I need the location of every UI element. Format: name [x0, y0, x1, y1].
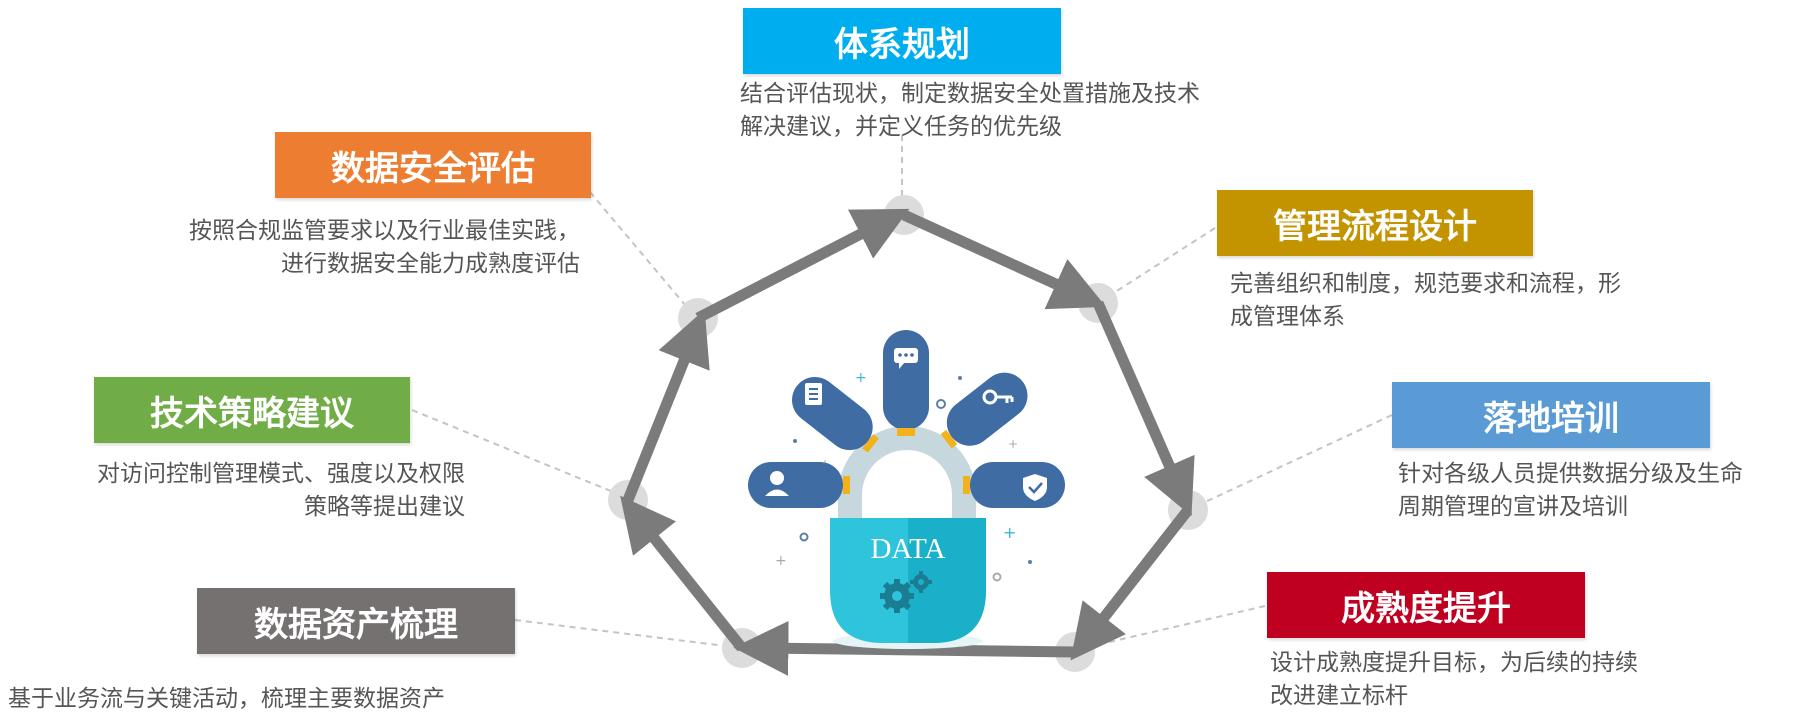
leader-line-7: [589, 191, 697, 319]
stage-desc-maturity-improvement: 设计成熟度提升目标，为后续的持续 改进建立标杆: [1270, 650, 1638, 709]
gears-icon: [880, 571, 932, 613]
document-node: [792, 376, 879, 453]
user-node: [748, 462, 850, 508]
lock-shackle: [838, 426, 976, 530]
lock-label: DATA: [870, 533, 945, 565]
cycle-arrow: [1092, 300, 1195, 517]
cycle-arrow: [622, 309, 710, 503]
cycle-arrow: [1070, 506, 1193, 661]
svg-text:+: +: [775, 553, 787, 569]
leader-line-6: [411, 409, 629, 499]
stage-title-data-asset-inventory: 数据资产梳理: [197, 588, 515, 654]
stage-desc-data-asset-inventory: 基于业务流与关键活动，梳理主要数据资产: [8, 686, 445, 712]
chat-node: [883, 330, 929, 436]
stage-desc-process-design: 完善组织和制度，规范要求和流程，形 成管理体系: [1230, 271, 1621, 330]
chat-icon: [894, 348, 918, 369]
stage-title-training: 落地培训: [1392, 382, 1710, 448]
stage-title-tech-strategy: 技术策略建议: [94, 377, 410, 443]
leader-line-2: [1097, 227, 1216, 304]
leader-line-3: [1187, 414, 1393, 511]
stage-desc-security-assessment: 按照合规监管要求以及行业最佳实践， 进行数据安全能力成熟度评估: [189, 218, 580, 277]
svg-text:+: +: [855, 370, 867, 386]
cycle-arrow: [620, 495, 747, 652]
stage-title-process-design: 管理流程设计: [1217, 190, 1533, 256]
shield-check-icon: [1023, 474, 1047, 501]
key-node: [940, 372, 1028, 449]
cycle-arrow: [733, 620, 1076, 676]
document-icon: [805, 383, 822, 405]
svg-text:+: +: [1003, 523, 1016, 542]
stage-title-maturity-improvement: 成熟度提升: [1267, 572, 1585, 638]
user-icon: [770, 471, 784, 485]
stage-desc-system-planning: 结合评估现状，制定数据安全处置措施及技术 解决建议，并定义任务的优先级: [740, 81, 1200, 140]
stage-desc-training: 针对各级人员提供数据分级及生命 周期管理的宣讲及培训: [1398, 461, 1743, 520]
svg-text:+: +: [1008, 437, 1018, 451]
key-icon: [982, 389, 1014, 405]
shield-node: [963, 462, 1065, 508]
stage-desc-tech-strategy: 对访问控制管理模式、强度以及权限 策略等提出建议: [97, 461, 465, 520]
stage-title-security-assessment: 数据安全评估: [275, 132, 591, 198]
stage-title-system-planning: 体系规划: [743, 8, 1061, 74]
cycle-arrow: [695, 208, 910, 323]
leader-line-5: [514, 619, 743, 649]
cycle-arrow: [901, 209, 1107, 310]
